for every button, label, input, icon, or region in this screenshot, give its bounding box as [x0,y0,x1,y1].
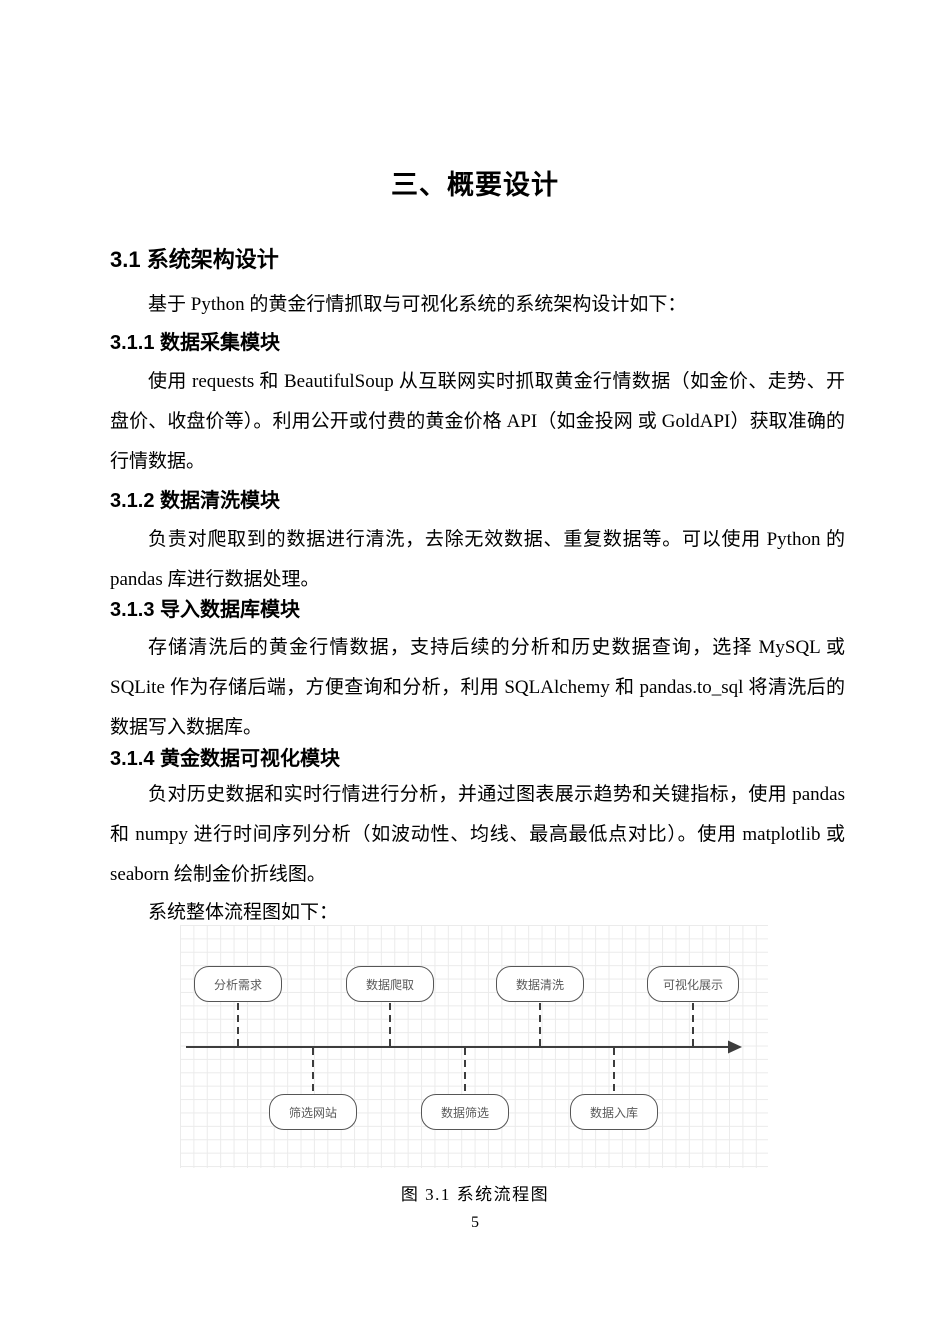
subsection-3-1-2-heading: 3.1.2 数据清洗模块 [110,490,281,512]
flow-node-data-store: 数据入库 [570,1094,658,1130]
flow-node-data-filter: 数据筛选 [421,1094,509,1130]
flow-node-clean: 数据清洗 [496,966,584,1002]
page-number: 5 [471,1214,479,1231]
paragraph-3-1-3: 存储清洗后的黄金行情数据，支持后续的分析和历史数据查询，选择 MySQL 或 S… [110,637,845,738]
flow-diagram-lines [186,1003,742,1093]
figure-caption: 图 3.1 系统流程图 [400,1185,550,1204]
flow-node-crawl: 数据爬取 [346,966,434,1002]
section-3-1-heading: 3.1 系统架构设计 [110,247,279,272]
flow-node-visualize: 可视化展示 [647,966,739,1002]
paragraph-intro: 基于 Python 的黄金行情抓取与可视化系统的系统架构设计如下： [148,294,687,315]
chapter-title: 三、概要设计 [391,170,559,200]
paragraph-3-1-2: 负责对爬取到的数据进行清洗，去除无效数据、重复数据等。可以使用 Python 的… [110,529,845,590]
timeline-arrowhead-icon [728,1040,742,1054]
paragraph-3-1-4: 负对历史数据和实时行情进行分析，并通过图表展示趋势和关键指标，使用 pandas… [110,784,845,885]
flow-lead-text: 系统整体流程图如下： [148,902,339,923]
flow-diagram: 分析需求 数据爬取 数据清洗 可视化展示 筛选网站 数据筛选 数据入库 [180,925,768,1168]
flow-node-filter-site: 筛选网站 [269,1094,357,1130]
paragraph-3-1-1: 使用 requests 和 BeautifulSoup 从互联网实时抓取黄金行情… [110,371,845,472]
subsection-3-1-3-heading: 3.1.3 导入数据库模块 [110,599,301,621]
subsection-3-1-1-heading: 3.1.1 数据采集模块 [110,332,281,354]
subsection-3-1-4-heading: 3.1.4 黄金数据可视化模块 [110,748,341,770]
flow-node-analysis: 分析需求 [194,966,282,1002]
